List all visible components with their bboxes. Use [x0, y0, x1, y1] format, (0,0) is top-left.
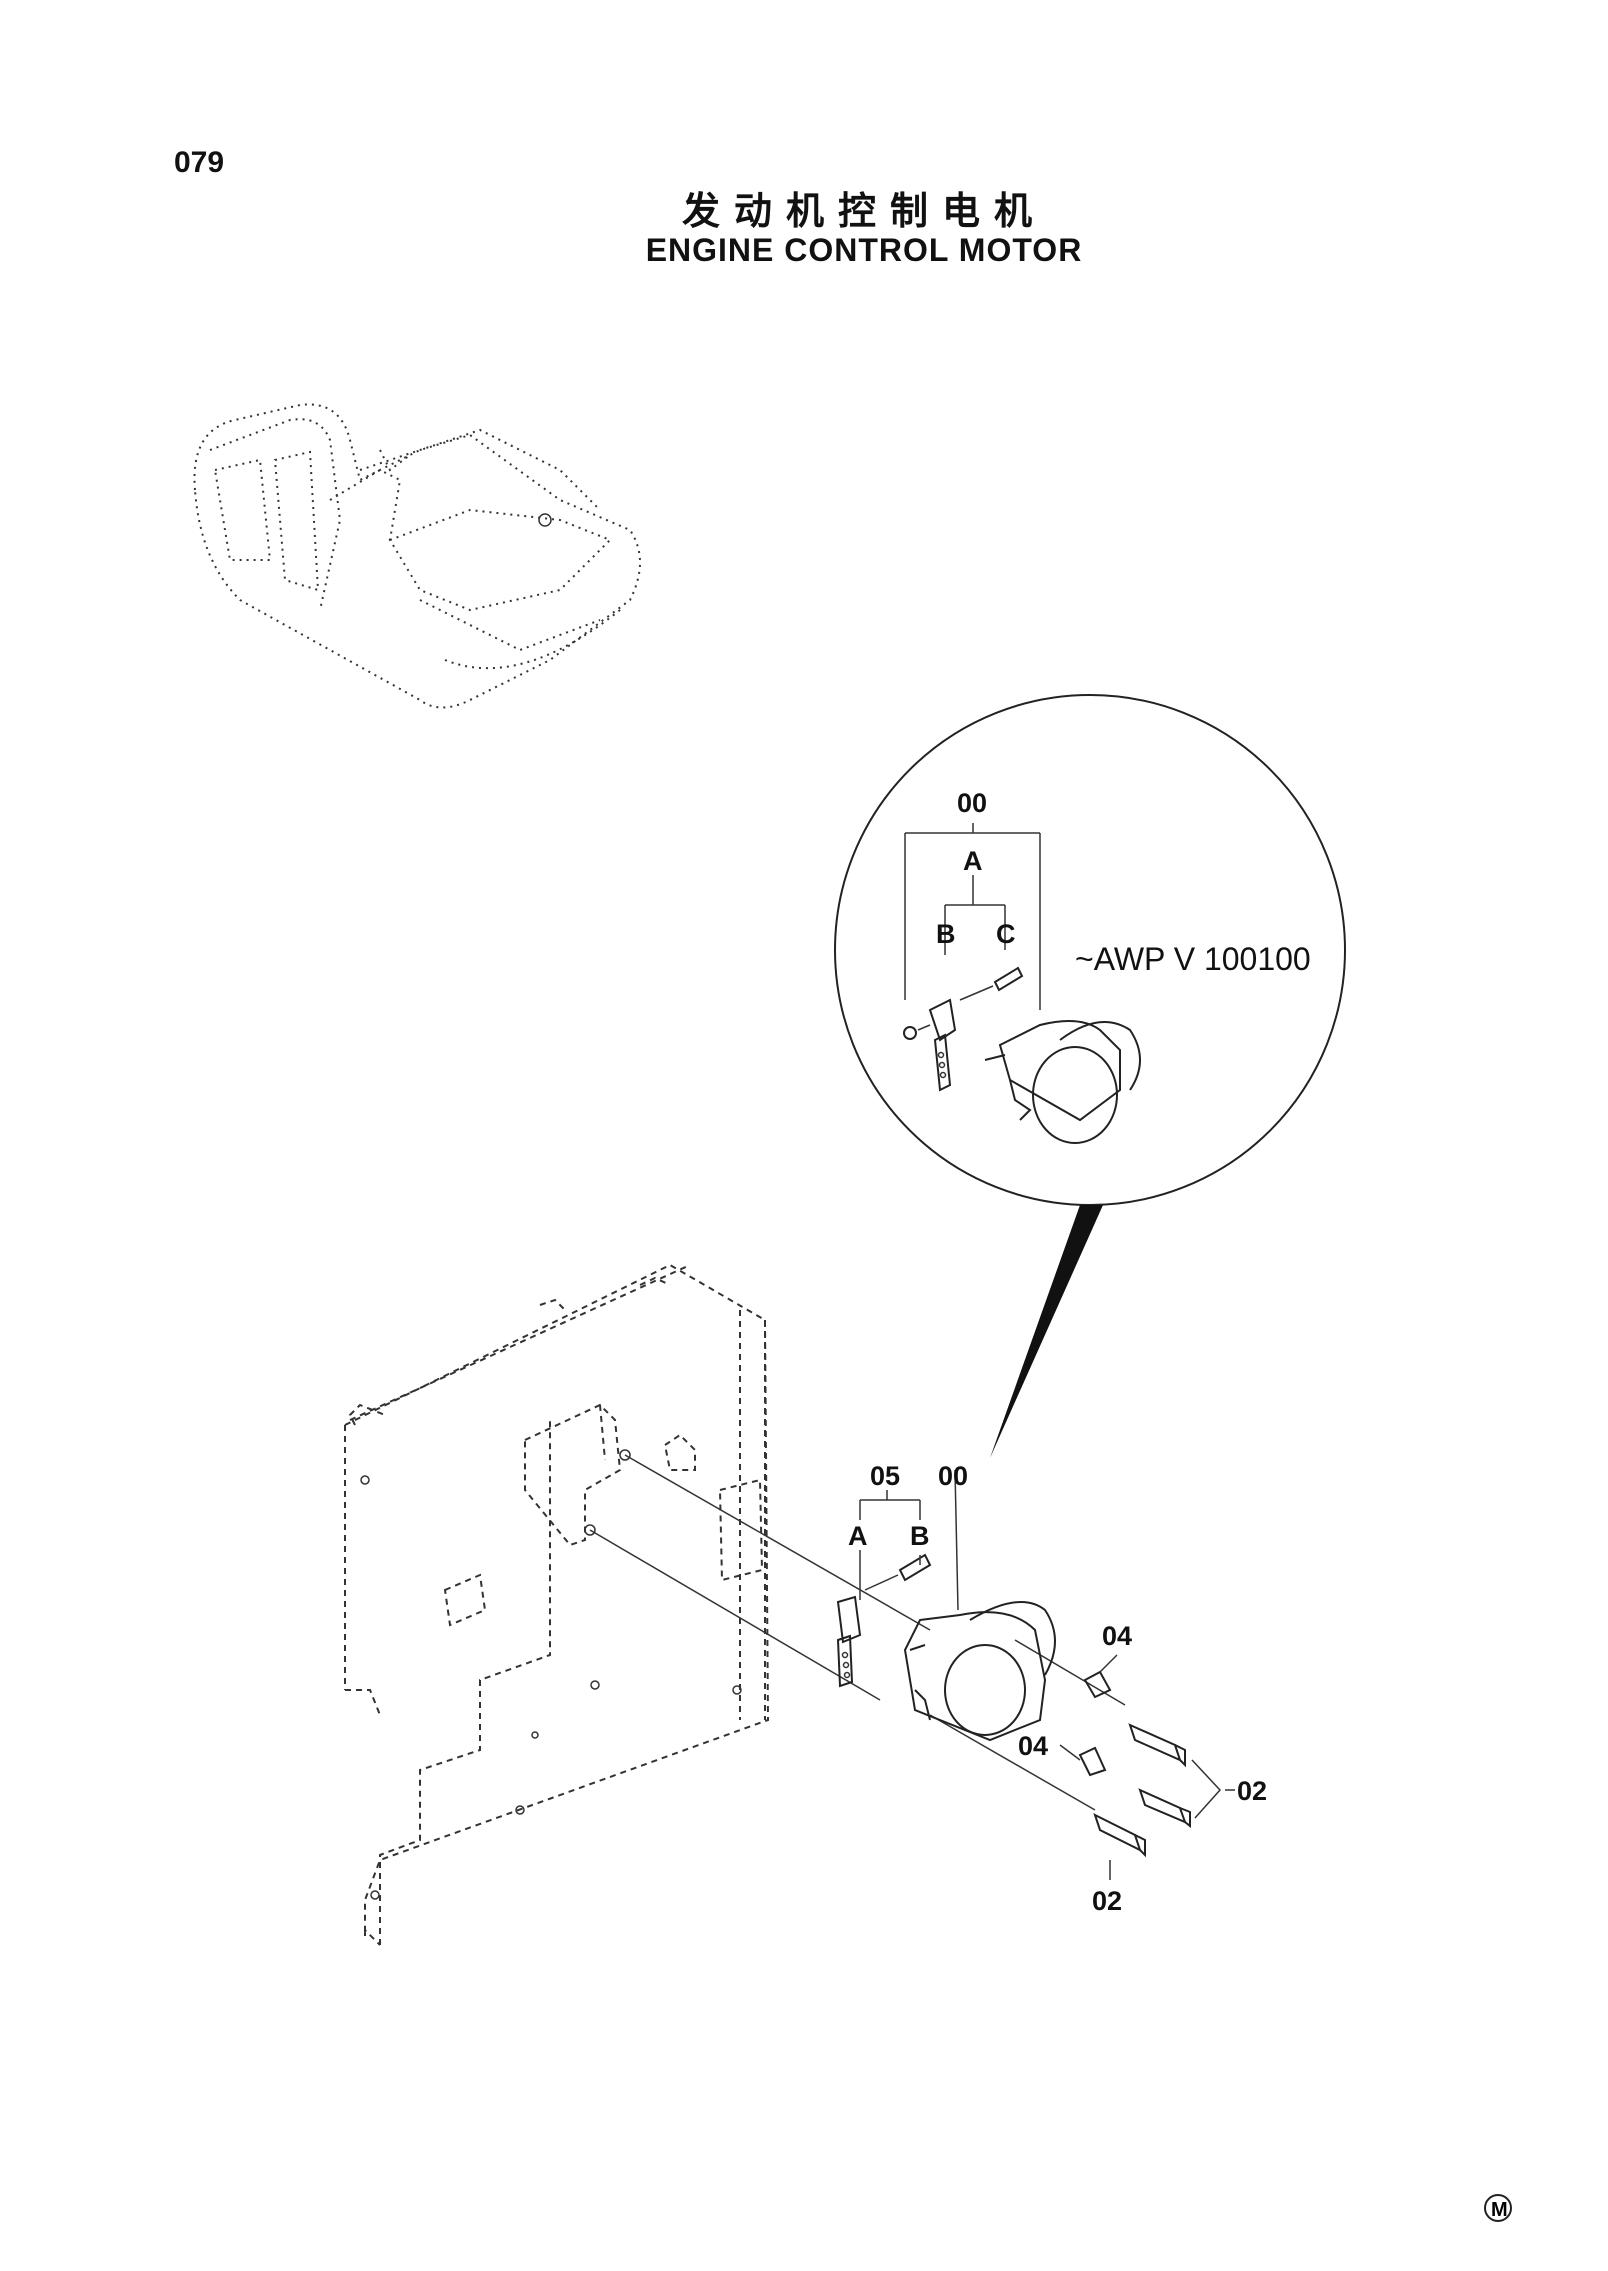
- leader-02-right: [1191, 1759, 1222, 1819]
- guide-line-lower: [589, 1529, 881, 1701]
- page-number: 079: [174, 146, 225, 179]
- guide-line-bolt-lower: [929, 1714, 1096, 1811]
- label-02-bottom: 02: [1092, 1886, 1122, 1916]
- label-02-right: 02: [1237, 1776, 1267, 1806]
- detail-label-b: B: [936, 919, 956, 949]
- screw-b-illustration: [864, 1553, 932, 1591]
- footer-mark: M: [1491, 2199, 1508, 2221]
- guide-line-bolt-upper: [1014, 1639, 1126, 1706]
- label-05: 05: [870, 1461, 900, 1491]
- label-04-lower: 04: [1018, 1731, 1048, 1761]
- title-chinese: 发动机控制电机: [681, 189, 1046, 233]
- clip-04-illustration: [1078, 1670, 1112, 1777]
- detail-label-c: C: [996, 919, 1016, 949]
- label-00: 00: [938, 1461, 968, 1491]
- footer-mark-circle: [1484, 2194, 1512, 2222]
- engine-control-motor-illustration: [903, 1601, 1056, 1742]
- leader-04-lower: [1059, 1744, 1081, 1761]
- detail-callout: [834, 694, 1346, 1458]
- detail-label-a: A: [963, 846, 983, 876]
- serial-note: ~AWP V 100100: [1075, 941, 1311, 977]
- excavator-overview-illustration: [193, 403, 641, 709]
- label-04-upper: 04: [1102, 1621, 1132, 1651]
- callout-pointer: [990, 1205, 1103, 1458]
- guide-line-upper: [624, 1454, 931, 1631]
- frame-panel-illustration: [344, 1263, 770, 1946]
- label-b: B: [910, 1521, 930, 1551]
- bracket-05: [859, 1490, 921, 1520]
- detail-label-00: 00: [957, 788, 987, 818]
- label-a: A: [848, 1521, 868, 1551]
- leader-04-upper: [1099, 1654, 1118, 1673]
- title-english: ENGINE CONTROL MOTOR: [645, 232, 1083, 268]
- leader-00: [954, 1469, 959, 1611]
- rod-part-illustration: [836, 1595, 862, 1688]
- bolt-02-illustration: [1093, 1723, 1191, 1858]
